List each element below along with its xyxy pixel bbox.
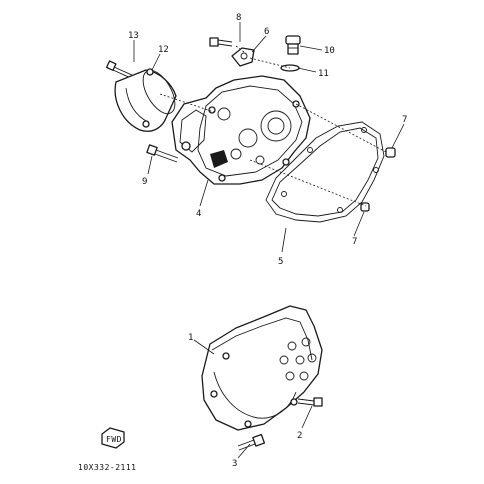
callout-11: 11 xyxy=(318,69,329,79)
cover-cup-part-12[interactable] xyxy=(114,65,181,132)
drawing-number: 10X332-2111 xyxy=(78,463,136,472)
callout-7-upper: 7 xyxy=(402,115,407,125)
dowel-pin-part-7-upper[interactable] xyxy=(385,147,396,158)
callout-9: 9 xyxy=(142,177,147,187)
leader-lines xyxy=(133,22,405,459)
bolt-part-13[interactable] xyxy=(105,60,135,80)
callout-3: 3 xyxy=(232,459,237,469)
fwd-tag-text: FWD xyxy=(106,435,122,444)
callout-6: 6 xyxy=(264,27,269,37)
callout-8: 8 xyxy=(236,13,241,23)
callout-12: 12 xyxy=(158,45,169,55)
callout-13: 13 xyxy=(128,31,139,41)
bracket-part-6[interactable] xyxy=(231,47,255,67)
plug-part-10[interactable] xyxy=(285,35,301,55)
bolt-part-9[interactable] xyxy=(146,144,179,163)
callout-5: 5 xyxy=(278,257,283,267)
callout-10: 10 xyxy=(324,46,335,56)
fwd-direction-tag: FWD xyxy=(101,427,125,449)
bolt-part-8[interactable] xyxy=(209,37,233,47)
bolt-part-2[interactable] xyxy=(297,397,323,407)
callout-7-lower: 7 xyxy=(352,237,357,247)
clutch-cover-part-1[interactable] xyxy=(201,305,323,431)
callout-labels: 1 2 3 4 5 6 7 7 8 9 10 11 12 13 xyxy=(128,13,407,469)
callout-1: 1 xyxy=(188,333,193,343)
callout-2: 2 xyxy=(297,431,302,441)
gasket-part-5[interactable] xyxy=(265,121,385,223)
assembly-guides xyxy=(159,45,387,207)
bolt-part-3[interactable] xyxy=(237,433,266,451)
callout-4: 4 xyxy=(196,209,201,219)
crankcase-cover-part-4[interactable] xyxy=(171,75,311,185)
